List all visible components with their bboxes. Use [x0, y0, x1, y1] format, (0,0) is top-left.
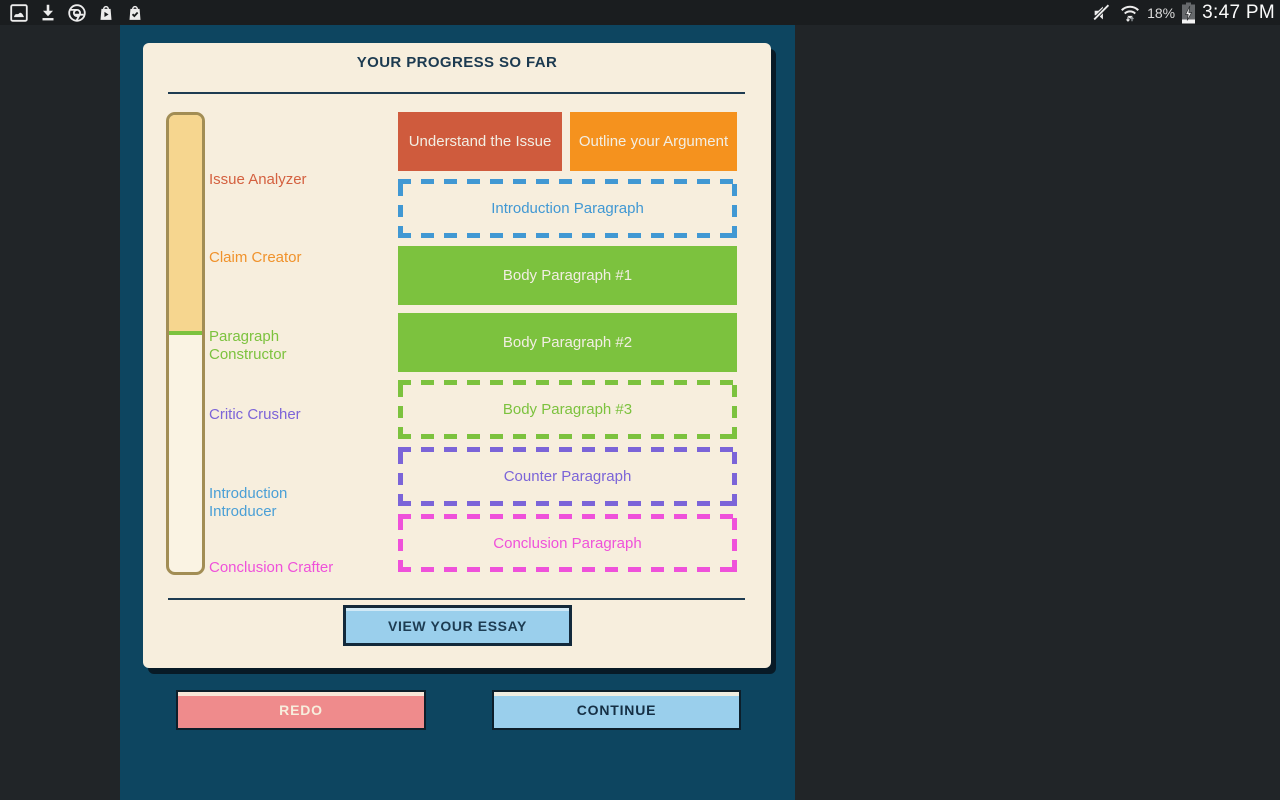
view-your-essay-button[interactable]: VIEW YOUR ESSAY — [343, 605, 572, 646]
system-status-cluster: 18% 3:47 PM — [1091, 2, 1280, 24]
continue-button[interactable]: CONTINUE — [492, 690, 741, 730]
clock: 3:47 PM — [1202, 1, 1275, 23]
battery-charging-icon — [1182, 2, 1196, 23]
stage-label-critic-crusher: Critic Crusher — [209, 406, 301, 423]
redo-button[interactable]: REDO — [176, 690, 426, 730]
page-title: YOUR PROGRESS SO FAR — [356, 54, 558, 71]
stage-label-introduction-introducer: Introduction Introducer — [209, 485, 288, 520]
block-body-paragraph-3: Body Paragraph #3 — [398, 380, 737, 439]
stage-label-paragraph-constructor: Paragraph Constructor — [209, 328, 287, 363]
essay-blocks-column: Understand the Issue Outline your Argume… — [398, 43, 737, 598]
play-store-check-icon — [129, 5, 141, 20]
top-divider — [168, 92, 745, 94]
block-understand-the-issue: Understand the Issue — [398, 112, 562, 171]
chrome-icon — [68, 3, 86, 22]
progress-card: YOUR PROGRESS SO FAR Issue Analyzer Clai… — [143, 43, 771, 668]
stage-label-conclusion-crafter: Conclusion Crafter — [209, 559, 334, 576]
block-body-paragraph-2: Body Paragraph #2 — [398, 313, 737, 372]
notification-icons — [0, 2, 146, 24]
gallery-icon — [10, 3, 28, 22]
bottom-divider — [168, 598, 745, 600]
progress-fill — [169, 115, 202, 335]
android-status-bar: 18% 3:47 PM — [0, 0, 1280, 25]
stage-label-claim-creator: Claim Creator — [209, 249, 302, 266]
block-introduction-paragraph: Introduction Paragraph — [398, 179, 737, 238]
block-conclusion-paragraph: Conclusion Paragraph — [398, 514, 737, 572]
block-body-paragraph-1: Body Paragraph #1 — [398, 246, 737, 305]
play-store-icon — [100, 5, 112, 20]
block-counter-paragraph: Counter Paragraph — [398, 447, 737, 506]
volume-muted-icon — [1093, 3, 1110, 21]
progress-thermometer — [166, 112, 205, 575]
wifi-icon — [1121, 5, 1140, 22]
battery-percent: 18% — [1147, 4, 1176, 21]
block-outline-your-argument: Outline your Argument — [570, 112, 737, 171]
download-icon — [42, 4, 54, 20]
stage-label-issue-analyzer: Issue Analyzer — [209, 171, 307, 188]
